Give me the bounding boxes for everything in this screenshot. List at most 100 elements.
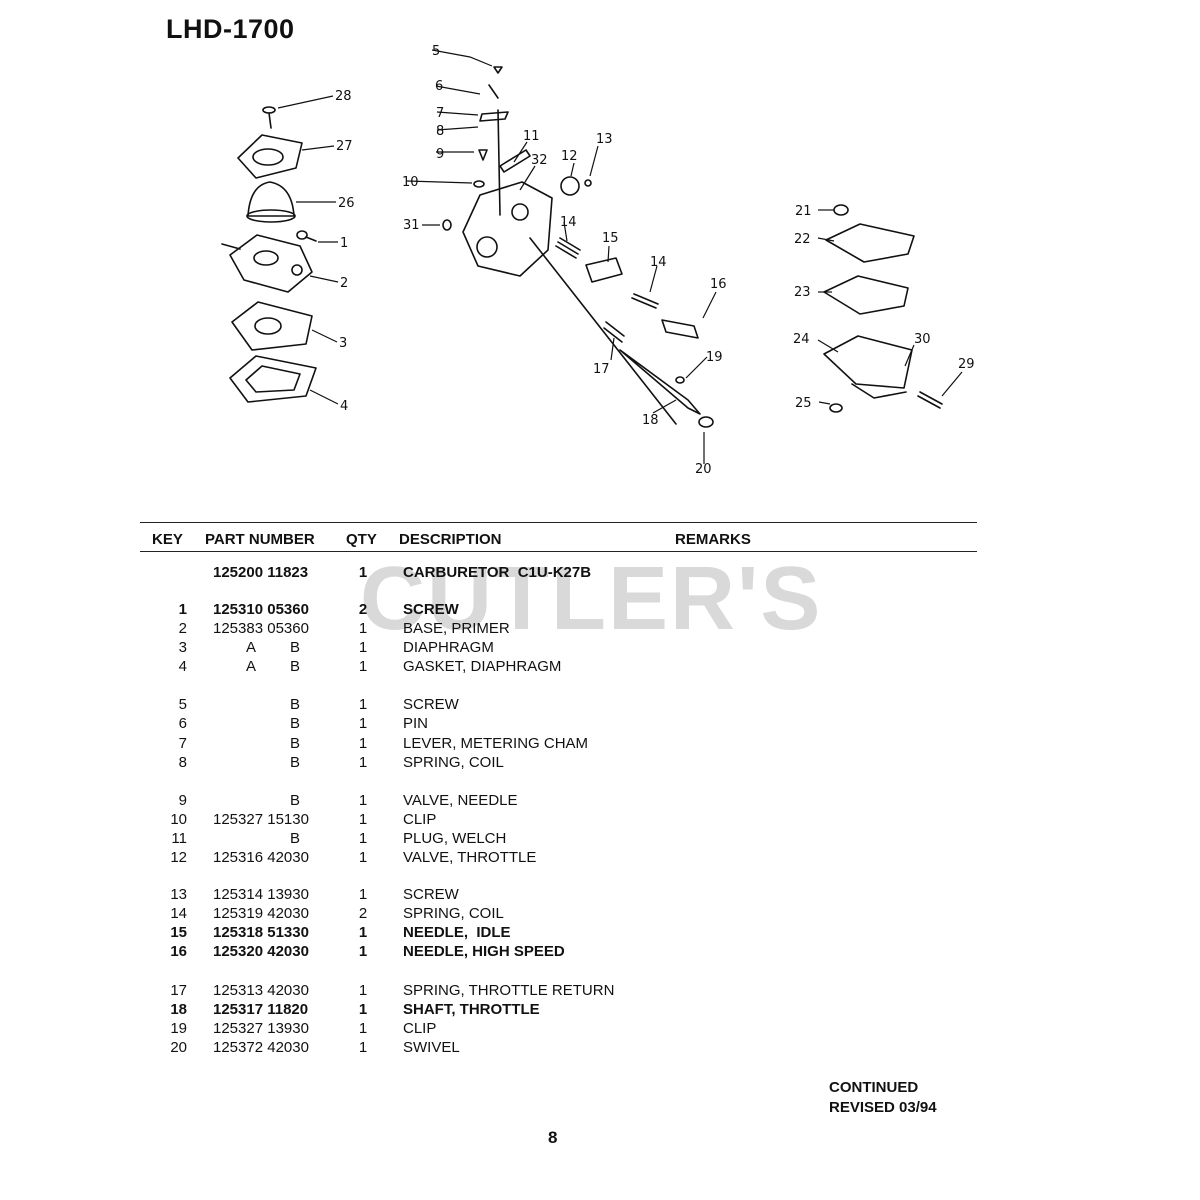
row-key: 18 — [170, 1001, 187, 1018]
row-qty: 1 — [358, 620, 368, 637]
table-row: 6 B 1 PIN — [0, 715, 1200, 734]
page-number: 8 — [548, 1128, 558, 1147]
callout-6: 6 — [435, 79, 443, 94]
row-key: 5 — [178, 696, 187, 713]
row-part-code-b: B — [289, 639, 300, 656]
row-description: SCREW — [403, 601, 459, 618]
table-row: 9 B 1 VALVE, NEEDLE — [0, 792, 1200, 811]
primer-bulb-26 — [246, 181, 296, 223]
callout-26: 26 — [338, 196, 355, 211]
table-row: 19 125327 13930 1 CLIP — [0, 1020, 1200, 1039]
row-description: SCREW — [403, 696, 459, 713]
screw-1 — [296, 230, 317, 242]
row-part-number: 125313 42030 — [213, 982, 309, 999]
callout-7: 7 — [436, 106, 444, 121]
header-description: DESCRIPTION — [399, 531, 502, 548]
primer-cover-27 — [237, 134, 303, 179]
row-part-number: 125319 42030 — [213, 905, 309, 922]
table-row: 13 125314 13930 1 SCREW — [0, 886, 1200, 905]
callout-8: 8 — [436, 124, 444, 139]
row-description: GASKET, DIAPHRAGM — [403, 658, 562, 675]
primer-base-2 — [221, 234, 313, 293]
row-description: BASE, PRIMER — [403, 620, 510, 637]
table-row: 16 125320 42030 1 NEEDLE, HIGH SPEED — [0, 943, 1200, 962]
row-description: PIN — [403, 715, 429, 732]
exploded-parts-diagram: 5 6 7 8 9 10 11 32 12 13 31 14 15 14 16 … — [221, 44, 975, 477]
callout-2: 2 — [340, 276, 348, 291]
row-qty: 1 — [358, 658, 368, 675]
row-description: SPRING, COIL — [403, 905, 504, 922]
callout-5: 5 — [432, 44, 440, 59]
row-key: 14 — [170, 905, 187, 922]
row-description: SPRING, COIL — [403, 754, 504, 771]
row-key: 6 — [178, 715, 187, 732]
row-description: DIAPHRAGM — [403, 639, 494, 656]
table-row: 18 125317 11820 1 SHAFT, THROTTLE — [0, 1001, 1200, 1020]
row-key: 10 — [170, 811, 187, 828]
diaphragm-3 — [231, 301, 313, 351]
row-description: SWIVEL — [403, 1039, 460, 1056]
row-description: CLIP — [403, 811, 437, 828]
callout-10: 10 — [402, 175, 419, 190]
row-part-code-b: B — [289, 715, 300, 732]
table-row: 125200 11823 1 CARBURETOR C1U-K27B — [0, 564, 1200, 583]
row-key: 12 — [170, 849, 187, 866]
callout-30: 30 — [914, 332, 931, 347]
table-row: 10 125327 15130 1 CLIP — [0, 811, 1200, 830]
row-key: 9 — [178, 792, 187, 809]
row-key: 13 — [170, 886, 187, 903]
row-description: VALVE, THROTTLE — [403, 849, 537, 866]
row-qty: 1 — [358, 1001, 368, 1018]
row-part-code-a: A — [245, 639, 256, 656]
header-qty: QTY — [346, 531, 377, 548]
row-part-code-b: B — [289, 792, 300, 809]
callout-4: 4 — [340, 399, 348, 414]
callout-24: 24 — [793, 332, 810, 347]
revision-date: REVISED 03/94 — [829, 1099, 937, 1116]
row-key: 16 — [170, 943, 187, 960]
callout-15: 15 — [602, 231, 619, 246]
row-description: PLUG, WELCH — [403, 830, 507, 847]
gasket-4 — [229, 355, 317, 403]
row-qty: 1 — [358, 811, 368, 828]
table-row: 15 125318 51330 1 NEEDLE, IDLE — [0, 924, 1200, 943]
row-key: 4 — [178, 658, 187, 675]
row-part-number: 125383 05360 — [213, 620, 309, 637]
row-qty: 1 — [358, 1020, 368, 1037]
table-row: 1 125310 05360 2 SCREW — [0, 601, 1200, 620]
row-description: NEEDLE, IDLE — [403, 924, 511, 941]
row-qty: 1 — [358, 982, 368, 999]
row-qty: 1 — [358, 564, 368, 581]
callout-16: 16 — [710, 277, 727, 292]
table-row: 17 125313 42030 1 SPRING, THROTTLE RETUR… — [0, 982, 1200, 1001]
row-qty: 1 — [358, 792, 368, 809]
row-qty: 2 — [358, 905, 368, 922]
header-key: KEY — [152, 531, 183, 548]
primer-screw-28 — [262, 106, 276, 129]
row-part-number: 125200 11823 — [213, 564, 309, 581]
callout-18: 18 — [642, 413, 659, 428]
row-qty: 1 — [358, 849, 368, 866]
row-key: 11 — [171, 830, 187, 847]
table-row: 5 B 1 SCREW — [0, 696, 1200, 715]
row-key: 1 — [178, 601, 187, 618]
table-row: 2 125383 05360 1 BASE, PRIMER — [0, 620, 1200, 639]
row-part-code-b: B — [289, 735, 300, 752]
callout-1: 1 — [340, 236, 348, 251]
callout-22: 22 — [794, 232, 811, 247]
table-row: 12 125316 42030 1 VALVE, THROTTLE — [0, 849, 1200, 868]
callout-14a: 14 — [560, 215, 577, 230]
row-part-number: 125320 42030 — [213, 943, 309, 960]
header-remarks: REMARKS — [675, 531, 751, 548]
row-qty: 1 — [358, 1039, 368, 1056]
row-description: VALVE, NEEDLE — [403, 792, 518, 809]
callout-19: 19 — [706, 350, 723, 365]
callout-12: 12 — [561, 149, 578, 164]
row-qty: 1 — [358, 886, 368, 903]
row-key: 3 — [178, 639, 187, 656]
model-title: LHD-1700 — [166, 14, 295, 44]
row-part-number: 125327 13930 — [213, 1020, 309, 1037]
row-part-code-b: B — [289, 754, 300, 771]
callout-28: 28 — [335, 89, 352, 104]
row-key: 7 — [178, 735, 187, 752]
